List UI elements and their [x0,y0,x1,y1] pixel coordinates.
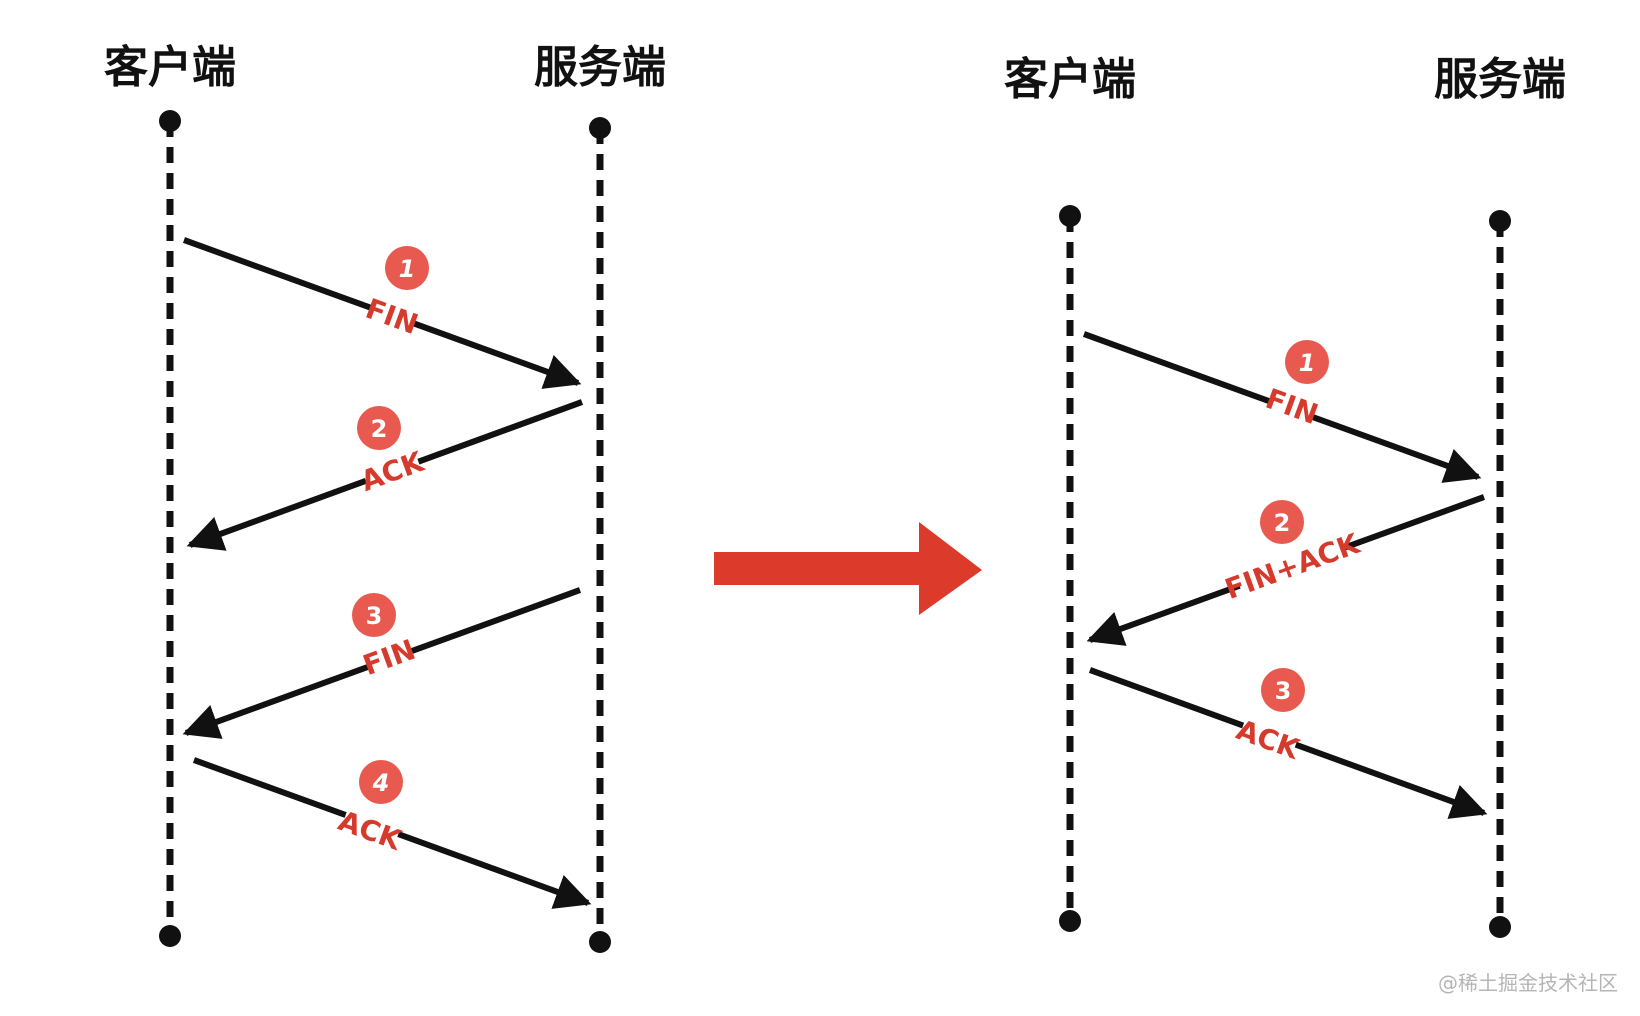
watermark: @稀土掘金技术社区 [1438,971,1618,995]
server-title: 服务端 [534,42,666,93]
server-end-dot [589,931,611,953]
client-start-dot [159,110,181,132]
message-4: ACK 4 [192,757,592,909]
message-1-badge [1285,340,1329,384]
message-1-label: FIN [1261,382,1322,431]
client-title: 客户端 [1004,54,1136,105]
message-2: FIN+ACK 2 [1086,494,1486,646]
message-2-step: 2 [371,415,388,443]
client-title: 客户端 [104,42,236,93]
panel-three-way: 客户端 服务端 FIN 1 [1004,54,1566,938]
server-end-dot [1489,916,1511,938]
message-1: FIN 1 [182,237,582,389]
message-3: ACK 3 [1088,667,1488,819]
message-4-step: 4 [372,769,390,797]
message-4-badge [359,760,403,804]
message-3-step: 3 [366,602,383,630]
right-arrow-icon [714,522,982,615]
message-1-label: FIN [361,292,422,341]
message-2-badge [357,406,401,450]
message-2-step: 2 [1274,509,1291,537]
client-start-dot [1059,205,1081,227]
panel-four-way: 客户端 服务端 FIN 1 [104,42,666,953]
message-1-step: 1 [399,255,416,283]
message-3-step: 3 [1275,677,1292,705]
server-title: 服务端 [1434,54,1566,105]
server-start-dot [1489,210,1511,232]
message-1-step: 1 [1299,349,1316,377]
client-end-dot [159,925,181,947]
message-3-badge [1261,668,1305,712]
client-end-dot [1059,910,1081,932]
message-3: FIN 3 [182,587,582,739]
message-1-badge [385,246,429,290]
message-3-label: FIN [359,633,420,682]
message-3-badge [352,593,396,637]
server-start-dot [589,117,611,139]
message-1: FIN 1 [1082,331,1482,483]
message-2-badge [1260,500,1304,544]
message-2: ACK 2 [186,399,584,551]
